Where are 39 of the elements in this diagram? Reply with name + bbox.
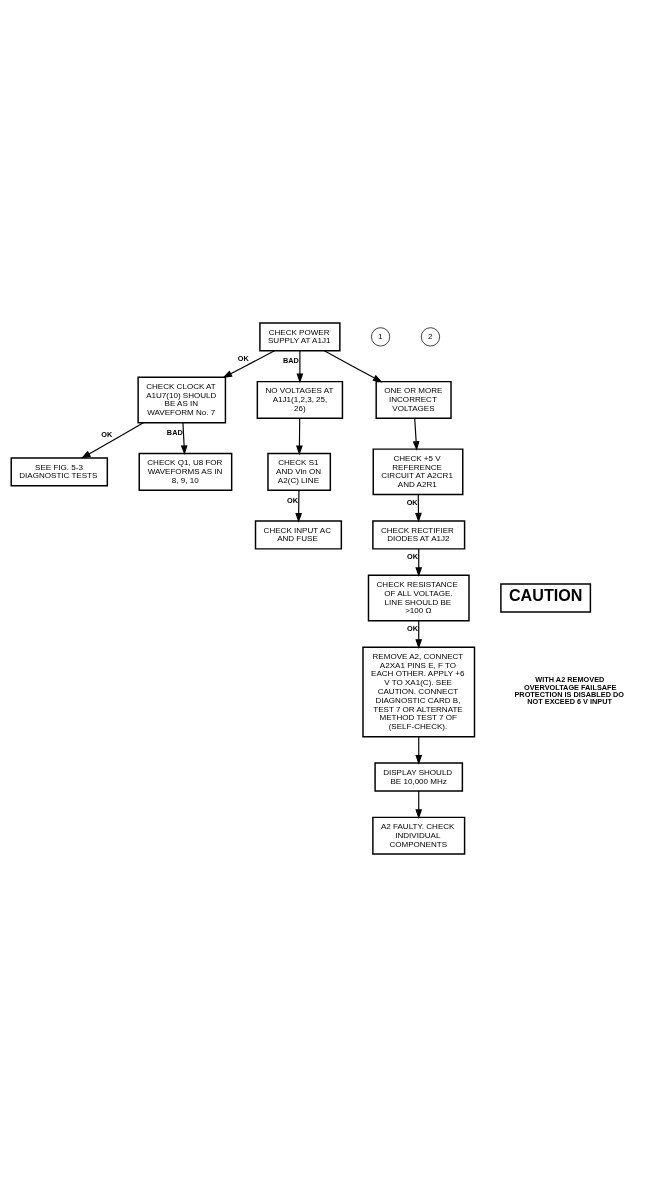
node-box: CAUTION	[500, 583, 592, 613]
edge-label: OK	[407, 552, 418, 562]
node-box: CHECK RECTIFIER DIODES AT A1J2	[372, 520, 466, 550]
node-circle: 2	[420, 327, 440, 347]
node-box: CHECK CLOCK AT A1U7(10) SHOULD BE AS IN WAVEFORM No. 7	[137, 376, 227, 424]
arrow	[412, 417, 420, 451]
arrow	[323, 350, 383, 383]
arrow	[295, 489, 303, 523]
arrow	[81, 422, 144, 459]
node-box: CHECK POWER SUPPLY AT A1J1	[259, 322, 341, 352]
node-box: CHECK +5 V REFERENCE CIRCUIT AT A2CR1 AND A2R1	[372, 448, 464, 496]
edge-label: BAD	[166, 428, 183, 438]
node-box: REMOVE A2, CONNECT A2XA1 PINS E, F TO EACH OTHER. APPLY +6 V TO XA1(C). SEE CAUTION. CONNECT DIAGNOSTIC CARD B, TEST 7 OR ALTERNATE METHOD TEST 7 OF (SELF-CHECK).	[362, 646, 476, 738]
node-box: A2 FAULTY. CHECK INDIVIDUAL COMPONENTS	[372, 816, 466, 855]
node-box: NO VOLTAGES AT A1J1(1,2,3, 25, 26)	[256, 380, 344, 420]
node-box: SEE FIG. 5-3 DIAGNOSTIC TESTS	[10, 457, 109, 487]
arrow	[296, 417, 303, 456]
node-circle: 1	[371, 327, 391, 347]
arrow	[222, 350, 276, 378]
edge-label: OK	[237, 353, 249, 363]
edge-label: OK	[407, 624, 418, 634]
node-box: CHECK Q1, U8 FOR WAVEFORMS AS IN 8, 9, 10	[138, 452, 233, 491]
node-box: CHECK S1 AND Vin ON A2(C) LINE	[267, 452, 332, 491]
node-box: CHECK RESISTANCE OF ALL VOLTAGE. LINE SHOULD BE >100 Ω	[367, 574, 470, 622]
arrow	[415, 620, 423, 649]
edge-label: OK	[101, 430, 113, 440]
arrow	[415, 790, 423, 819]
arrow	[415, 736, 423, 765]
arrow	[296, 350, 304, 384]
arrow	[180, 422, 188, 456]
edge-label: OK	[287, 495, 299, 505]
edge-label: BAD	[283, 356, 299, 366]
arrow	[415, 548, 423, 577]
node-box: ONE OR MORE INCORRECT VOLTAGES	[375, 380, 452, 420]
label: WITH A2 REMOVED OVERVOLTAGE FAILSAFE PROTECTION IS DISABLED DO NOT EXCEED 6 V INPUT	[514, 675, 624, 707]
arrow	[415, 494, 422, 523]
node-box: DISPLAY SHOULD BE 10,000 MHz	[374, 762, 464, 792]
edge-label: OK	[406, 497, 418, 507]
node-box: CHECK INPUT AC AND FUSE	[254, 520, 343, 550]
